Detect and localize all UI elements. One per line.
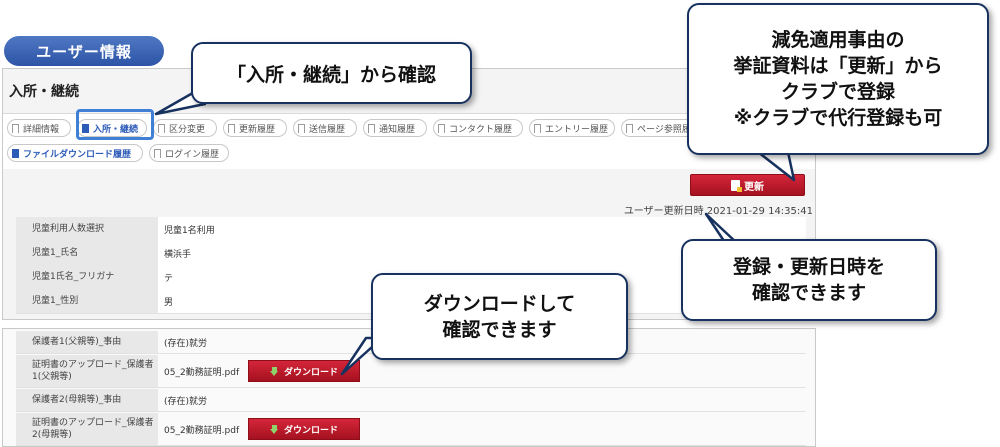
bookmark-icon	[534, 123, 541, 133]
bookmark-icon	[368, 123, 375, 133]
tab-file-download-history[interactable]: ファイルダウンロード履歴	[7, 144, 143, 162]
tab-update-history[interactable]: 更新履歴	[223, 119, 287, 137]
update-button[interactable]: 更新	[690, 174, 805, 196]
table-row: 児童1_氏名横浜手	[16, 241, 806, 266]
bookmark-icon	[82, 123, 89, 133]
bookmark-icon	[12, 123, 19, 133]
callout-download: ダウンロードして 確認できます	[371, 273, 628, 360]
table-row: 証明書のアップロード_保護者1(父親等)05_2勤務証明.pdf ダウンロード	[16, 355, 806, 388]
tab-bar: 詳細情報 入所・継続 区分変更 更新履歴 送信履歴 通知履歴 コンタクト履歴 エ…	[7, 119, 737, 165]
callout-tab-hint: 「入所・継続」から確認	[191, 42, 472, 104]
page-title: 入所・継続	[9, 84, 79, 100]
active-tab-highlight	[76, 109, 154, 140]
guardian-panel: 保護者1(父親等)_事由(存在)就労 証明書のアップロード_保護者1(父親等)0…	[2, 328, 816, 447]
bookmark-icon	[228, 123, 235, 133]
tab-login-history[interactable]: ログイン履歴	[149, 144, 229, 162]
callout-date-info: 登録・更新日時を 確認できます	[681, 239, 937, 321]
download-button[interactable]: ダウンロード	[248, 418, 360, 440]
download-icon	[269, 366, 279, 376]
tab-category-change[interactable]: 区分変更	[153, 119, 217, 137]
tab-contact-history[interactable]: コンタクト履歴	[433, 119, 523, 137]
tab-entry-history[interactable]: エントリー履歴	[529, 119, 615, 137]
table-row: 児童利用人数選択児童1名利用	[16, 217, 806, 242]
bookmark-icon	[158, 123, 165, 133]
bookmark-icon	[438, 123, 445, 133]
tab-send-history[interactable]: 送信履歴	[293, 119, 357, 137]
bookmark-icon	[626, 123, 633, 133]
updated-at: ユーザー更新日時 2021-01-29 14:35:41	[623, 206, 813, 217]
table-row: 証明書のアップロード_保護者2(母親等)05_2勤務証明.pdf ダウンロード	[16, 413, 806, 446]
bookmark-icon	[154, 148, 161, 158]
download-button[interactable]: ダウンロード	[248, 360, 360, 382]
callout-tail	[756, 150, 796, 182]
section-label: ユーザー情報	[4, 36, 164, 66]
tab-admission-continuation[interactable]: 入所・継続	[77, 119, 147, 137]
bookmark-icon	[12, 148, 19, 158]
bookmark-icon	[298, 123, 305, 133]
table-row: 保護者2(母親等)_事由(存在)就労	[16, 389, 806, 412]
tab-detail[interactable]: 詳細情報	[7, 119, 71, 137]
callout-reason-documents: 減免適用事由の 挙証資料は「更新」から クラブで登録 ※クラブで代行登録も可	[687, 3, 989, 155]
download-icon	[269, 424, 279, 434]
tab-notification-history[interactable]: 通知履歴	[363, 119, 427, 137]
document-icon	[731, 179, 742, 192]
